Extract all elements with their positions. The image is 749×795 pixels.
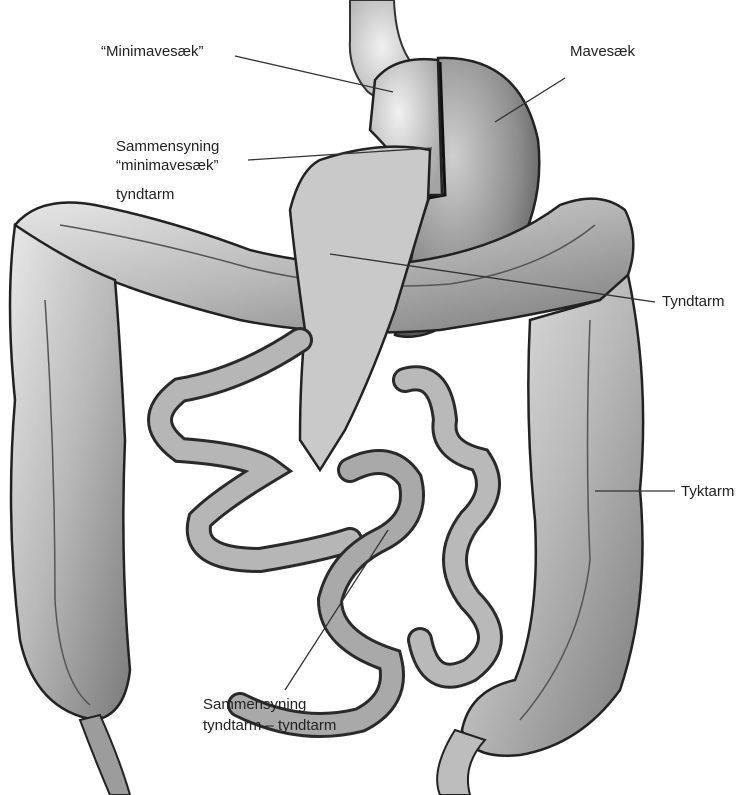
label-mavesaek: Mavesæk bbox=[570, 42, 635, 61]
label-sammensyning-top-line2: “minimavesæk” bbox=[116, 156, 219, 175]
label-minimavesaek: “Minimavesæk” bbox=[101, 42, 204, 61]
label-tyndtarm: Tyndtarm bbox=[662, 292, 725, 311]
label-sammensyning-top-line3: tyndtarm bbox=[116, 185, 174, 204]
label-tyktarm: Tyktarm bbox=[681, 482, 734, 501]
label-sammensyning-top-line1: Sammensyning bbox=[116, 137, 219, 156]
label-sammensyning-bottom-line1: Sammensyning bbox=[203, 695, 306, 714]
label-sammensyning-bottom-line2: tyndtarm – tyndtarm bbox=[203, 716, 336, 735]
